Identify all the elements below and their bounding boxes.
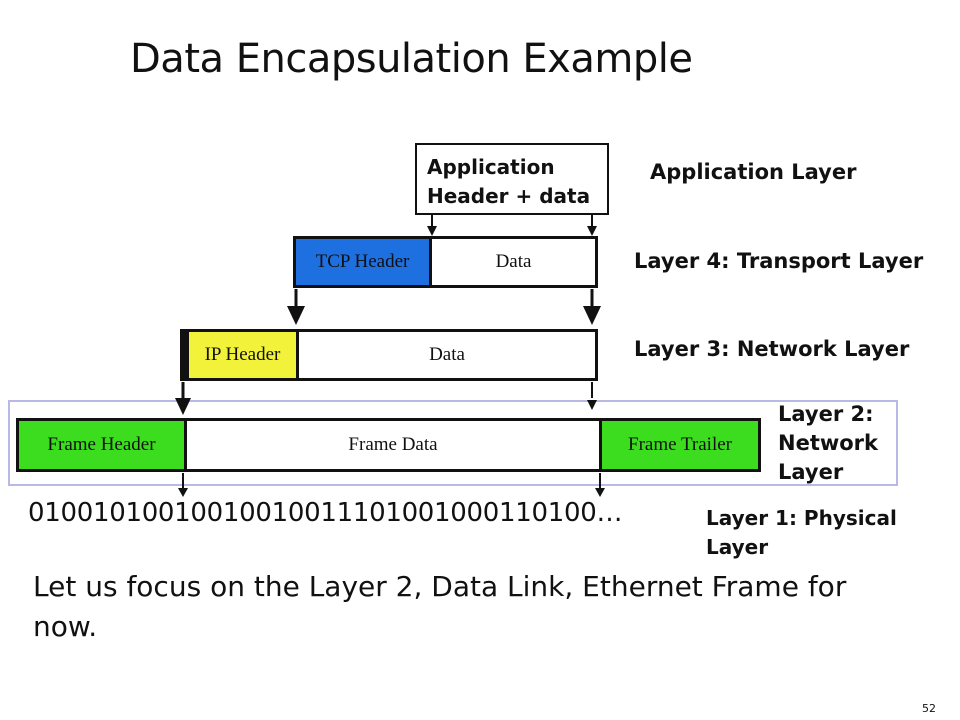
physical-layer-label-line2: Layer bbox=[706, 535, 769, 559]
ip-header: IP Header bbox=[183, 332, 299, 378]
datalink-layer-label-line2: Network bbox=[778, 431, 879, 455]
frame-header: Frame Header bbox=[19, 421, 187, 469]
frame-data: Frame Data bbox=[187, 421, 599, 469]
tcp-segment: TCP Header Data bbox=[293, 236, 598, 288]
datalink-layer-label-line1: Layer 2: bbox=[778, 402, 874, 426]
tcp-data: Data bbox=[432, 239, 595, 285]
application-box-line1: Application bbox=[427, 155, 555, 179]
arrow-app-right-head bbox=[587, 226, 597, 236]
layer2-highlight-box bbox=[8, 400, 898, 486]
arrow-tcp-right-head bbox=[583, 306, 601, 325]
ip-packet: IP Header Data bbox=[180, 329, 598, 381]
arrow-frame-left-head bbox=[178, 488, 188, 497]
application-layer-label: Application Layer bbox=[650, 160, 857, 184]
arrow-ip-left-head bbox=[175, 398, 191, 415]
footer-text: Let us focus on the Layer 2, Data Link, … bbox=[33, 570, 847, 643]
arrow-ip-right-head bbox=[587, 400, 597, 410]
application-box-line2: Header + data bbox=[427, 184, 591, 208]
tcp-header: TCP Header bbox=[296, 239, 432, 285]
arrow-frame-right-head bbox=[595, 488, 605, 497]
physical-layer-label-line1: Layer 1: Physical bbox=[706, 506, 897, 530]
slide-title: Data Encapsulation Example bbox=[130, 36, 693, 82]
frame-trailer: Frame Trailer bbox=[599, 421, 758, 469]
application-box: Application Header + data bbox=[415, 143, 609, 215]
network-layer-label: Layer 3: Network Layer bbox=[634, 337, 910, 361]
datalink-layer-label: Layer 2: Network Layer bbox=[778, 400, 878, 487]
datalink-layer-label-line3: Layer bbox=[778, 460, 844, 484]
physical-bitstream: 01001010010010010011101001000110100… bbox=[28, 498, 623, 528]
arrow-tcp-left-head bbox=[287, 306, 305, 325]
physical-layer-label: Layer 1: Physical Layer bbox=[706, 504, 897, 562]
ethernet-frame: Frame Header Frame Data Frame Trailer bbox=[16, 418, 761, 472]
transport-layer-label: Layer 4: Transport Layer bbox=[634, 249, 924, 273]
arrow-app-left-head bbox=[427, 226, 437, 236]
page-number: 52 bbox=[922, 702, 936, 715]
ip-data: Data bbox=[299, 332, 595, 378]
